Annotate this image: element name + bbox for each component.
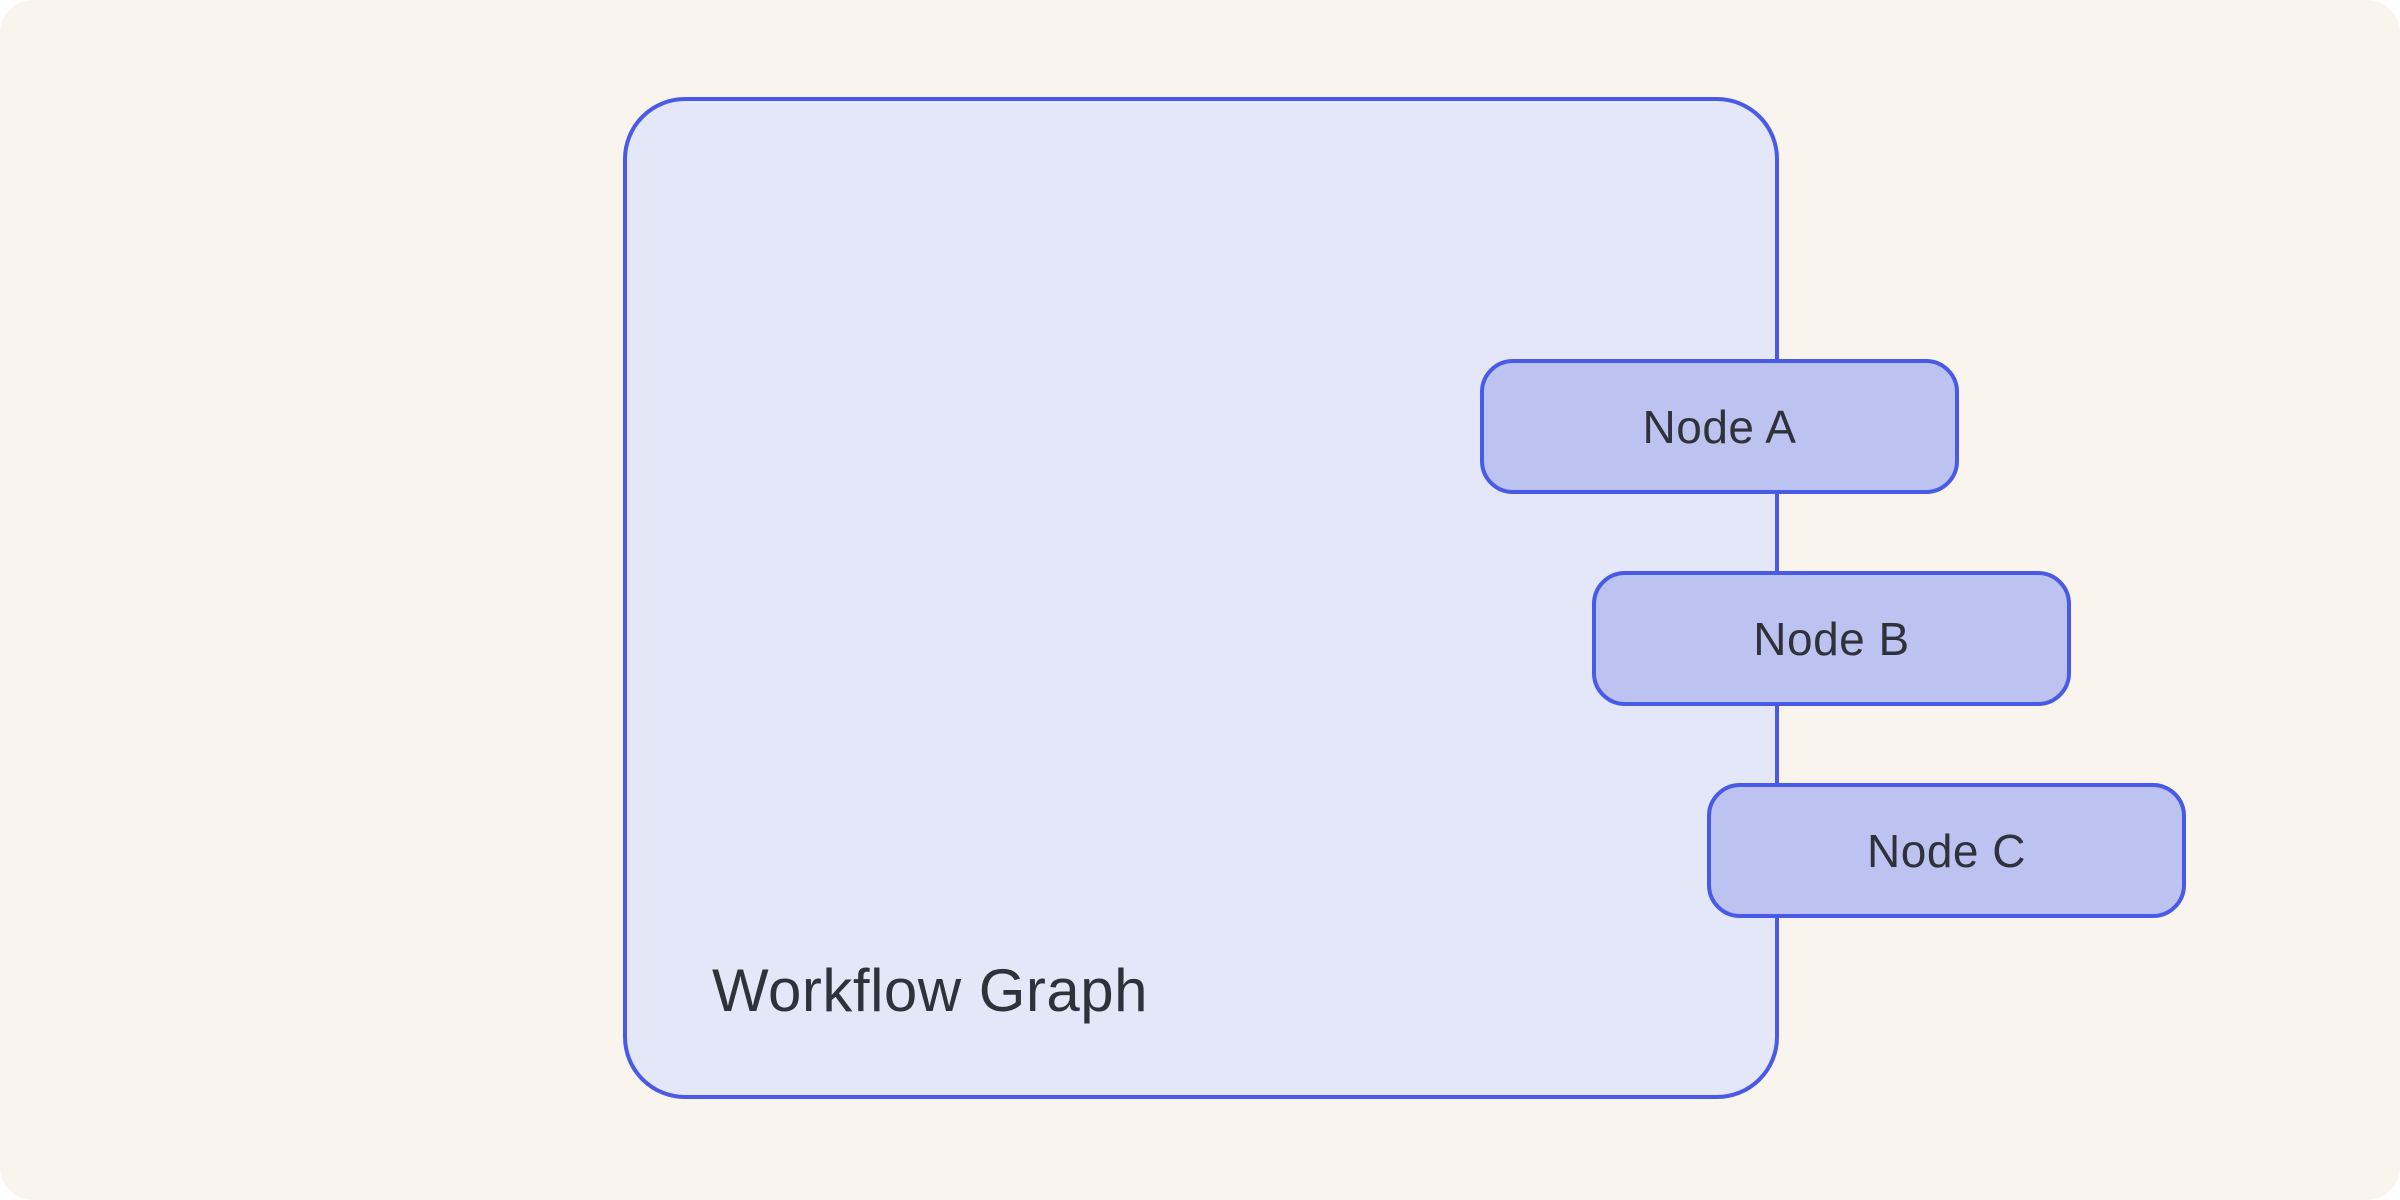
workflow-graph-panel: Node A Node B Node C — [623, 97, 2186, 1099]
node-c-label: Node C — [1867, 824, 2026, 877]
workflow-node-b[interactable]: Node B — [1592, 571, 2071, 706]
node-a-label: Node A — [1642, 400, 1797, 453]
workflow-node-c[interactable]: Node C — [1707, 783, 2186, 918]
node-b-label: Node B — [1753, 612, 1910, 665]
panel-title: Workflow Graph — [712, 957, 1149, 1024]
workflow-node-a[interactable]: Node A — [1480, 359, 1959, 494]
